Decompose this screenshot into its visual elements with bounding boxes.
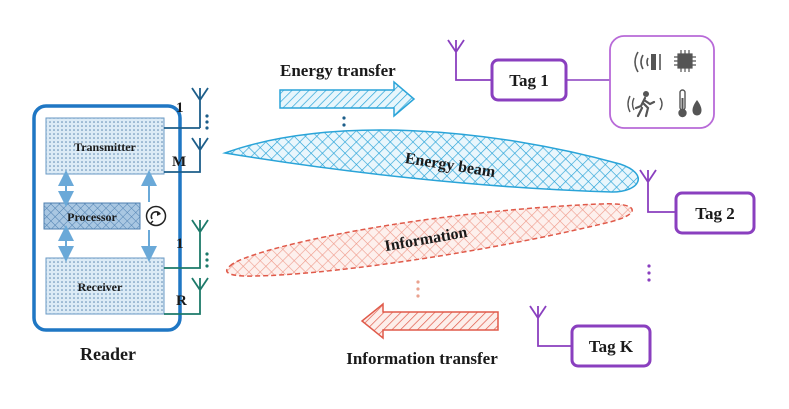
tx-antenna-first-label: 1	[176, 100, 184, 116]
tag-k: Tag K	[529, 305, 652, 368]
information-transfer-label: Information transfer	[346, 349, 498, 368]
tag-k-box	[570, 324, 652, 368]
rx-antenna-first-label: 1	[176, 236, 184, 252]
tag-1: Tag 1	[447, 35, 715, 129]
tx-antenna-last-label: M	[172, 154, 186, 170]
tag-2-label: Tag 2	[695, 204, 735, 223]
motion-sensor-icon	[627, 91, 663, 118]
energy-transfer-arrow	[279, 80, 416, 118]
rfid-signal-icon	[634, 51, 661, 73]
tx-antenna-1-icon	[191, 87, 209, 128]
rx-antenna-last-label: R	[176, 293, 187, 309]
tx-antenna-dots	[205, 114, 209, 130]
information-transfer-arrow	[360, 302, 499, 340]
water-drop-icon	[692, 100, 702, 116]
tag-2: Tag 2	[639, 169, 756, 235]
reader: Transmitter Processor Receiver Reader	[32, 104, 182, 364]
tag-dots	[647, 264, 651, 282]
tx-antennas	[164, 87, 209, 173]
tag-1-label: Tag 1	[509, 71, 549, 90]
tag-2-antenna-icon	[639, 169, 676, 213]
rx-antenna-dots	[205, 252, 209, 268]
chip-icon	[674, 50, 696, 72]
energy-transfer-label: Energy transfer	[280, 61, 396, 80]
information-beam	[225, 203, 633, 277]
energy-beam	[222, 129, 639, 193]
tag-k-label: Tag K	[589, 337, 634, 356]
tag-2-box	[674, 191, 756, 235]
processor-box	[43, 202, 141, 230]
tag-k-antenna-icon	[529, 305, 572, 347]
info-dots	[416, 280, 420, 298]
rx-antenna-1-icon	[164, 219, 209, 269]
tag-1-antenna-icon	[447, 39, 492, 81]
processor-label: Processor	[67, 210, 117, 224]
transmitter-box	[45, 117, 165, 175]
receiver-box	[45, 257, 165, 315]
thermometer-icon	[678, 89, 687, 118]
oscillator-icon	[145, 205, 167, 227]
rx-antennas	[164, 219, 209, 315]
reader-title: Reader	[80, 344, 136, 364]
tx-antenna-m-icon	[164, 137, 209, 173]
transmitter-label: Transmitter	[74, 140, 136, 154]
rx-antenna-r-icon	[164, 277, 209, 315]
receiver-label: Receiver	[78, 280, 123, 294]
